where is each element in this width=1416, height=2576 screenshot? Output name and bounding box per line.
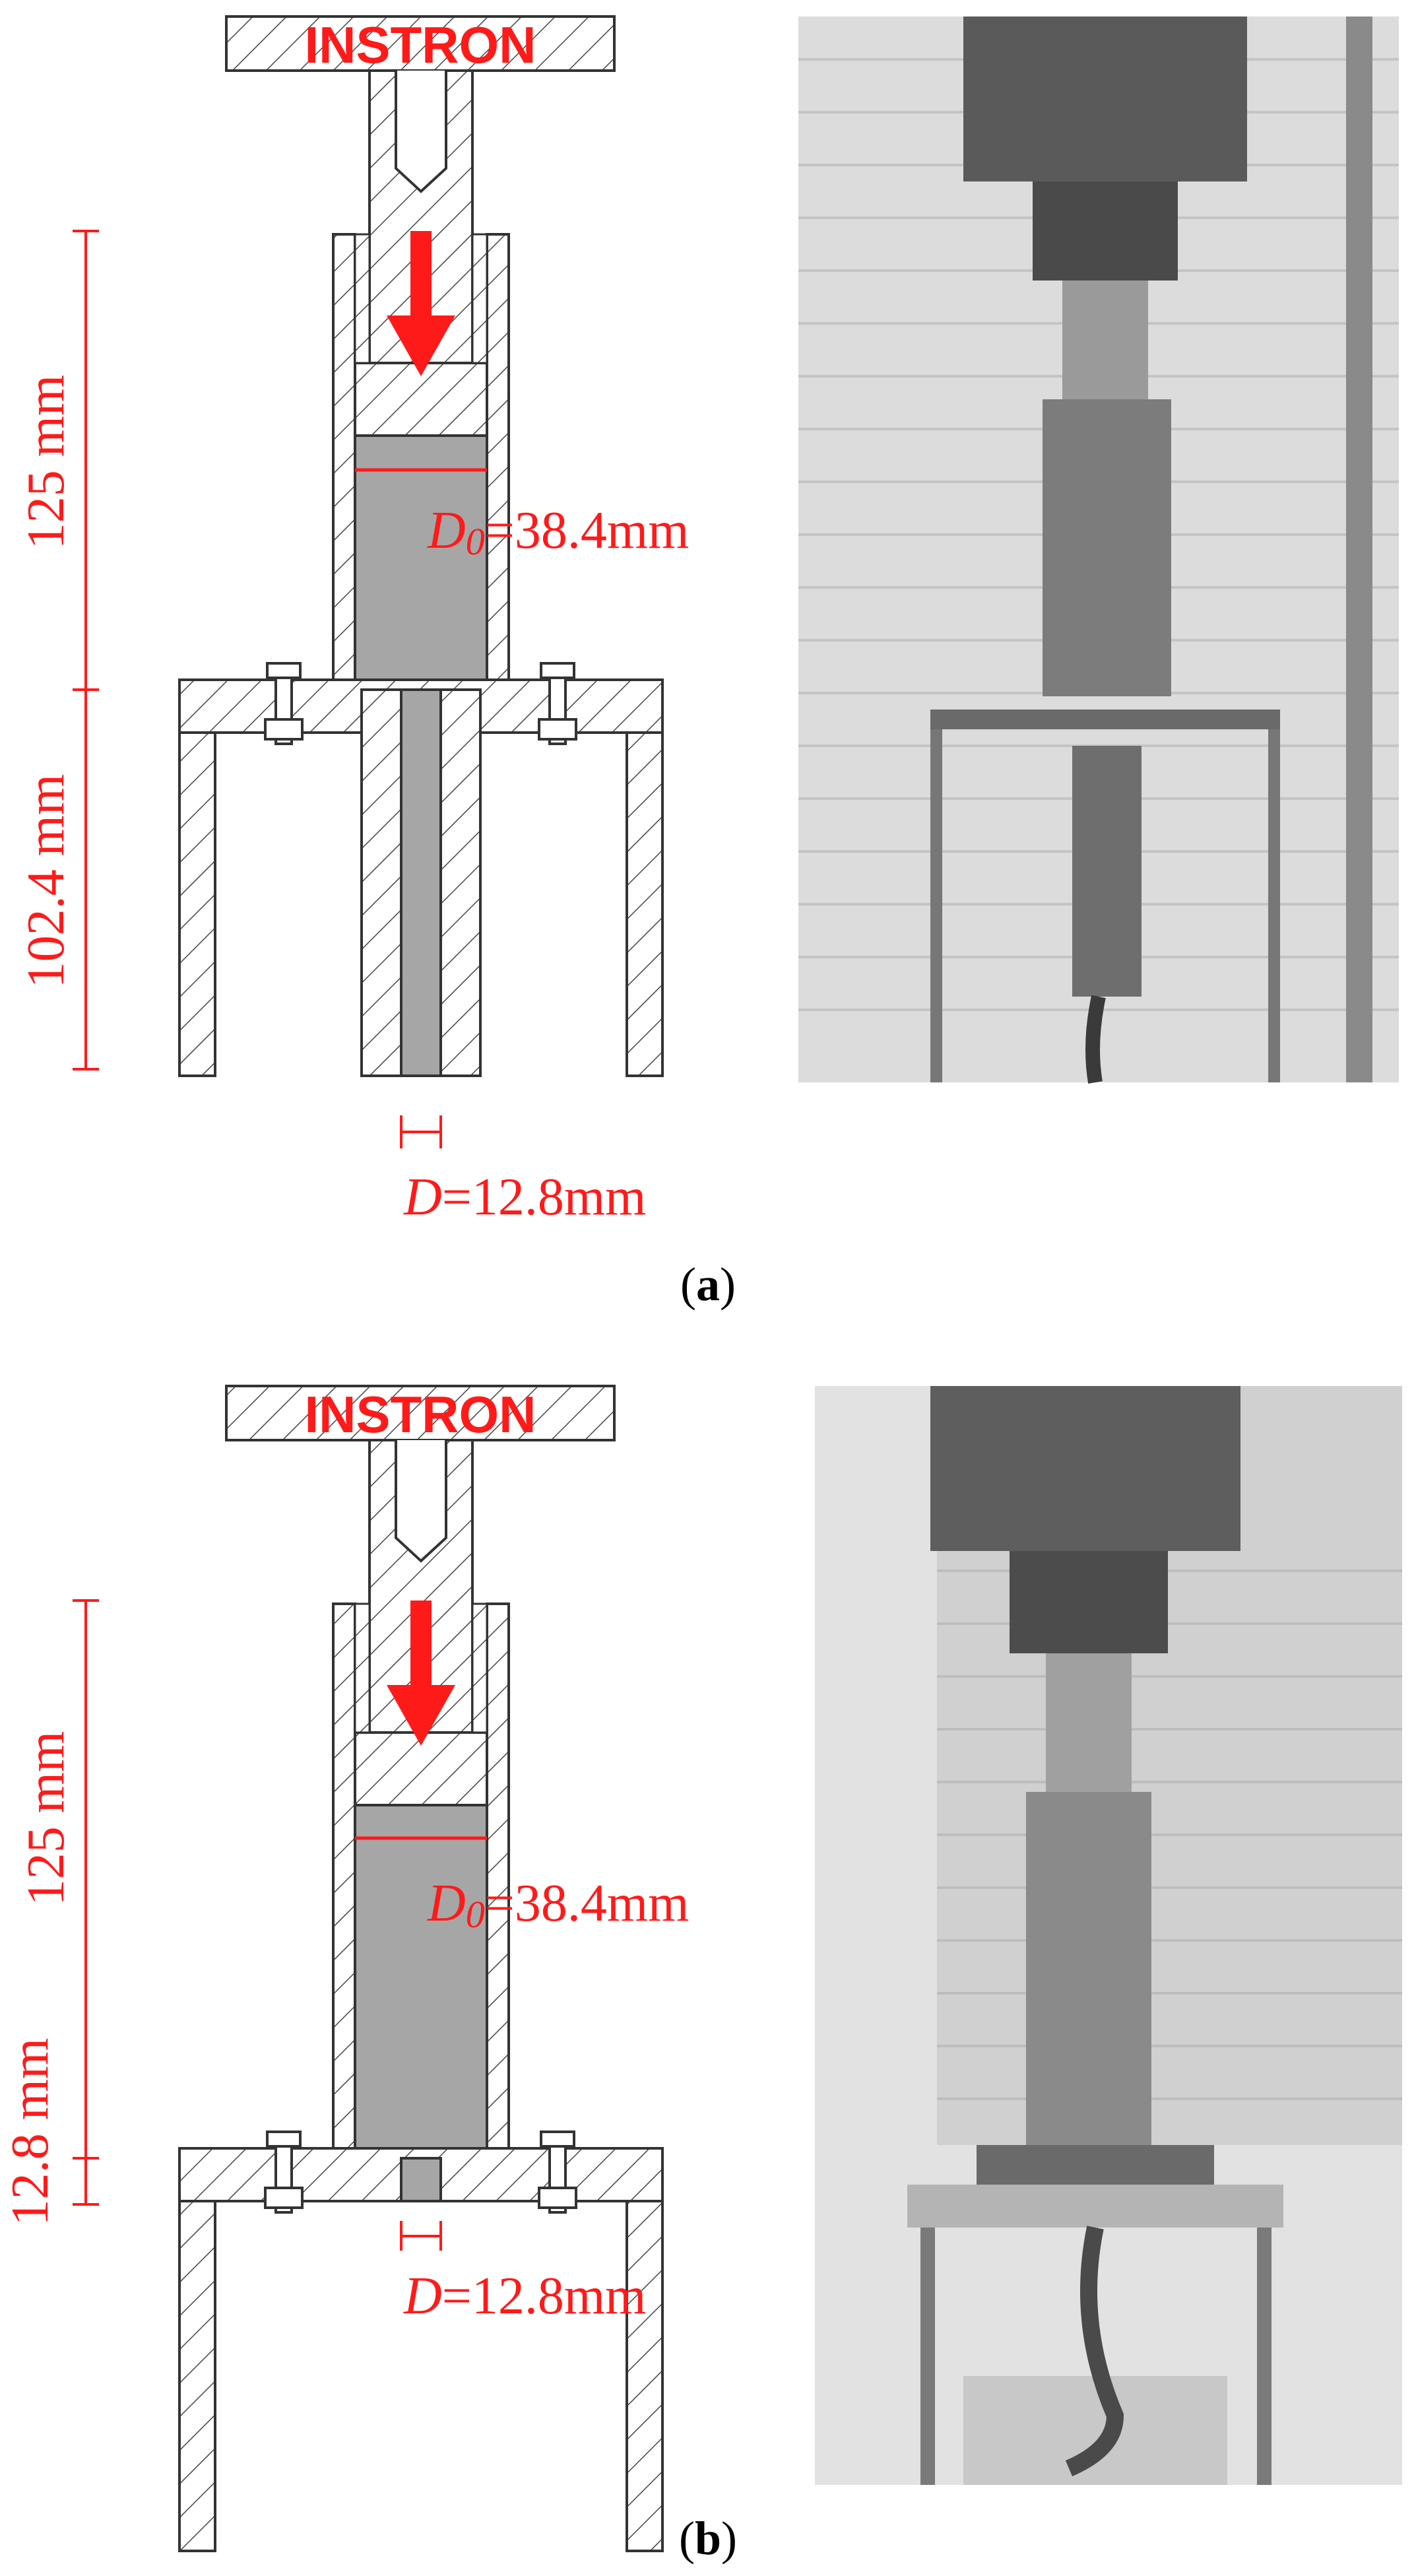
bolt-right-icon xyxy=(538,2130,577,2214)
diagram-a: INSTRON xyxy=(17,15,1399,1226)
plunger-bore xyxy=(395,1440,447,1563)
panel-a: INSTRON xyxy=(17,15,1399,1311)
bolt-left-icon xyxy=(264,2130,304,2214)
billet xyxy=(354,434,488,691)
container-liner-right xyxy=(471,233,488,364)
crosshead-plate xyxy=(225,15,616,72)
leg-left xyxy=(178,731,216,1077)
extrudate xyxy=(400,688,442,1077)
d0-label: D0=38.4mm xyxy=(427,502,689,563)
container-liner-left xyxy=(354,233,371,364)
dim-top-label: 125 mm xyxy=(17,375,75,549)
instron-label: INSTRON xyxy=(305,16,536,74)
instron-label: INSTRON xyxy=(305,1385,536,1443)
dimension-lines xyxy=(73,230,442,1148)
dimension-lines xyxy=(73,1599,442,2251)
photo-b xyxy=(815,1386,1402,2485)
leg-right xyxy=(626,731,664,1077)
dim-top-label: 125 mm xyxy=(17,1731,75,1905)
load-arrow-icon xyxy=(387,1601,455,1746)
die-wall-left xyxy=(360,688,402,1077)
dim-bottom-label: 12.8 mm xyxy=(1,2038,59,2226)
container-liner-right xyxy=(471,1602,488,1734)
plunger-bore xyxy=(395,71,447,193)
die-wall-right xyxy=(439,688,482,1077)
diagram-b: INSTRON xyxy=(1,1385,1402,2552)
bolt-left-icon xyxy=(264,662,304,745)
caption-b: (b) xyxy=(678,2512,737,2565)
caption-a: (a) xyxy=(680,1258,736,1311)
container-wall-left xyxy=(332,1602,356,2160)
photo-a xyxy=(798,17,1399,1084)
container-wall-left xyxy=(332,233,356,691)
crosshead-plate xyxy=(225,1385,616,1441)
container-wall-right xyxy=(486,233,510,691)
leg-right xyxy=(626,2200,664,2552)
d0-label: D0=38.4mm xyxy=(427,1874,689,1936)
leg-left xyxy=(178,2200,216,2552)
container-liner-left xyxy=(354,1602,371,1734)
d-label: D=12.8mm xyxy=(403,1168,646,1226)
panel-b: INSTRON xyxy=(0,1385,1416,2576)
billet xyxy=(354,1804,488,2160)
dim-bottom-label: 102.4 mm xyxy=(17,774,75,988)
load-arrow-icon xyxy=(387,231,455,376)
d-label: D=12.8mm xyxy=(403,2267,646,2325)
bolt-right-icon xyxy=(538,662,577,745)
extrudate xyxy=(400,2157,442,2202)
